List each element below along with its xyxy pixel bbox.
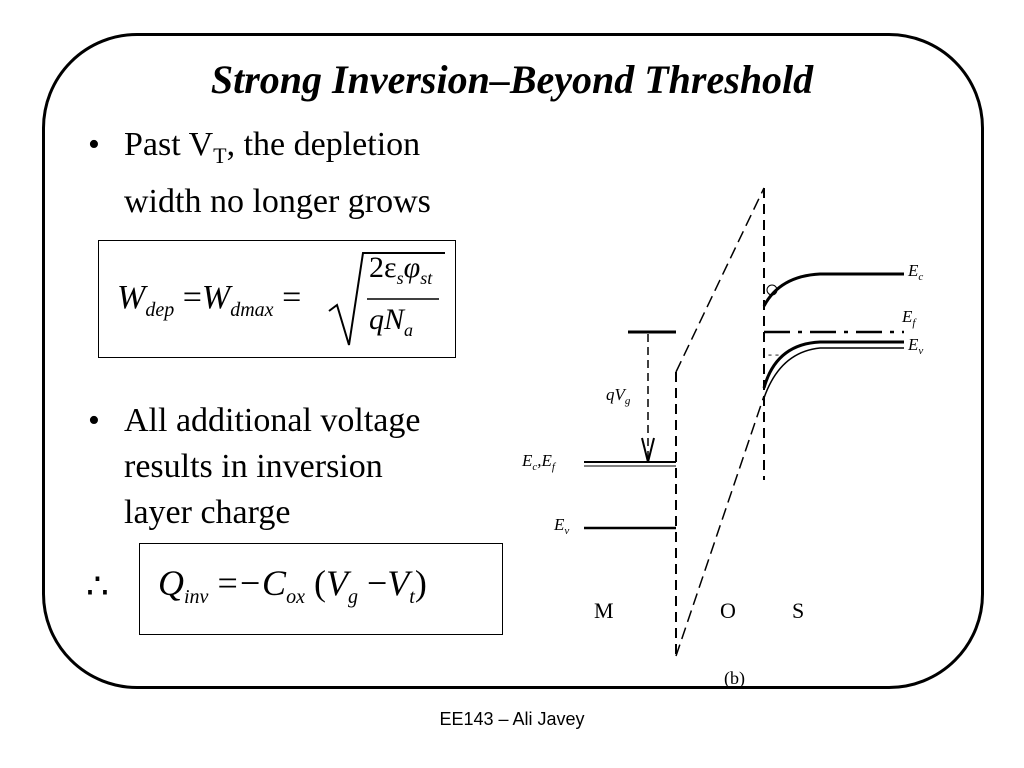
qvg-arrowhead bbox=[641, 437, 655, 463]
inversion-charge-equation: Qinv =−Cox (Vg −Vt) bbox=[139, 543, 503, 635]
depletion-width-equation: Wdep =Wdmax = 2εsφst qNa bbox=[98, 240, 456, 358]
hole-charges: - - bbox=[768, 347, 779, 361]
footer: EE143 – Ali Javey bbox=[439, 709, 585, 729]
diagram-caption: (b) bbox=[724, 668, 745, 689]
bullet-1-text: Past VT, the depletion width no longer g… bbox=[124, 126, 431, 220]
label-metal-ev: Ev bbox=[553, 515, 569, 537]
mos-band-diagram: - - Ec,Ef Ev qVg Ec Ef Ev M O S (b) bbox=[521, 187, 923, 689]
square-root-sign bbox=[328, 252, 445, 346]
fraction-denominator: qNa bbox=[369, 303, 414, 340]
slide-title: Strong Inversion–Beyond Threshold bbox=[210, 57, 814, 102]
bullet-2-text: All additional voltage results in invers… bbox=[124, 402, 421, 531]
oxide-top-edge bbox=[675, 187, 765, 373]
electron-charge-icon bbox=[766, 284, 778, 296]
bullet-dot: • bbox=[88, 126, 100, 163]
region-label-m: M bbox=[594, 598, 614, 623]
region-label-s: S bbox=[792, 598, 804, 623]
semiconductor-ec bbox=[762, 272, 904, 307]
label-qvg: qVg bbox=[606, 385, 631, 407]
fraction-numerator: 2εsφst bbox=[369, 251, 433, 288]
semiconductor-ev-2 bbox=[763, 347, 904, 399]
therefore-symbol: ∴ bbox=[86, 566, 109, 606]
region-label-o: O bbox=[720, 598, 736, 623]
slide-frame bbox=[42, 33, 984, 689]
semiconductor-ev bbox=[762, 340, 904, 389]
label-ecef: Ec,Ef bbox=[521, 451, 557, 473]
oxide-bottom-edge bbox=[675, 395, 765, 657]
label-ec: Ec bbox=[907, 261, 923, 283]
label-ev: Ev bbox=[907, 335, 923, 357]
label-ef: Ef bbox=[901, 307, 917, 329]
bullet-dot: • bbox=[88, 402, 100, 439]
